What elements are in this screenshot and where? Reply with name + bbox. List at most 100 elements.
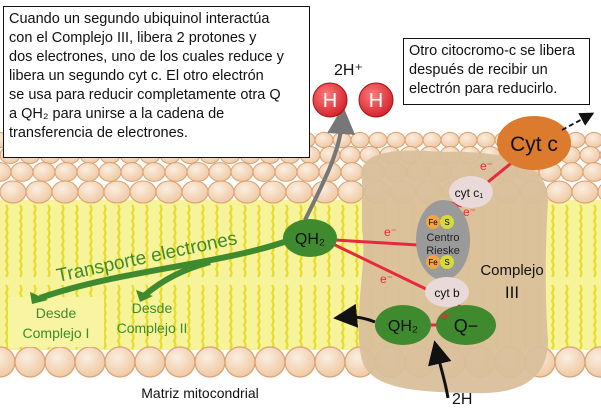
left-caption: Cuando un segundo ubiquinol interactúa c… xyxy=(3,6,310,158)
lipid-head xyxy=(386,131,406,149)
electron-labels: e⁻ e⁻ e⁻ e⁻ e⁻ xyxy=(380,159,493,323)
lipid-tail xyxy=(550,204,555,278)
lipid-head xyxy=(285,180,313,204)
lipid-head xyxy=(51,180,79,204)
lipid-head xyxy=(560,162,584,182)
lipid-head xyxy=(25,180,53,204)
proton-uptake-arrow xyxy=(428,340,452,399)
from-complex-1-box xyxy=(8,297,104,347)
transport-arrow-complex-1 xyxy=(39,237,292,301)
fe-atom xyxy=(426,255,440,269)
lipid-head xyxy=(458,131,478,149)
lipid-head xyxy=(207,180,235,204)
lipid-head xyxy=(155,180,183,204)
lipid-head xyxy=(208,162,232,182)
lipid-head xyxy=(554,346,586,378)
proton-release-arrow xyxy=(303,106,356,221)
lipid-head xyxy=(422,131,442,149)
lipid-tail xyxy=(158,284,163,350)
lipid-head xyxy=(164,346,196,378)
lipid-head xyxy=(103,180,131,204)
lipid-tail xyxy=(242,284,247,350)
lipid-head xyxy=(164,162,188,182)
proton-h1 xyxy=(312,82,348,118)
caption-line: con el Complejo III, libera 2 protones y xyxy=(9,30,257,46)
proton-h1-label: H xyxy=(323,90,337,112)
lipid-tail xyxy=(592,284,597,350)
transport-arrow-complex-2 xyxy=(143,259,211,298)
lipid-head xyxy=(0,162,12,182)
lipid-tail xyxy=(130,284,135,350)
lipid-tail xyxy=(172,284,177,350)
lipid-head xyxy=(233,180,261,204)
lipid-head xyxy=(579,146,601,164)
lipid-tail xyxy=(242,204,247,278)
caption-line: libera un segundo cyt c. El otro electró… xyxy=(9,68,264,84)
rieske-label: Centro xyxy=(426,232,459,244)
arrowhead-icon xyxy=(30,292,48,304)
arrowhead-icon xyxy=(136,290,153,302)
lipid-head xyxy=(120,162,144,182)
proton-h2-label: H xyxy=(369,90,383,112)
lipid-tail xyxy=(214,284,219,350)
lipid-tail xyxy=(270,204,275,278)
lipid-head xyxy=(296,162,320,182)
lipid-head xyxy=(224,346,256,378)
lipid-head xyxy=(44,346,76,378)
lipid-tail xyxy=(144,204,149,278)
lipid-head xyxy=(337,180,365,204)
lipid-tail xyxy=(578,204,583,278)
lipid-head xyxy=(0,346,16,378)
from-complex-2-label: Desde xyxy=(132,300,173,316)
proton-h2 xyxy=(358,82,394,118)
lipid-head xyxy=(582,162,601,182)
lipid-tail xyxy=(326,284,331,350)
cyt-c-release-arrow xyxy=(561,112,595,131)
qh2-upper-label: QH₂ xyxy=(295,231,325,248)
lipid-head xyxy=(0,180,27,204)
electron-label: e⁻ xyxy=(441,309,454,323)
protons-label: 2H⁺ xyxy=(334,62,363,79)
electron-label: e⁻ xyxy=(480,159,493,173)
lipid-tail xyxy=(256,284,261,350)
cyt-c1-label: cyt c₁ xyxy=(455,186,484,200)
lipid-tail xyxy=(592,204,597,278)
q-minus-label: Q− xyxy=(454,316,479,336)
lipid-head xyxy=(339,146,361,164)
lipid-tail xyxy=(116,204,121,278)
q-minus xyxy=(436,305,496,345)
lipid-tail xyxy=(200,284,205,350)
lipid-head xyxy=(129,180,157,204)
lipid-tail xyxy=(116,284,121,350)
lipid-head xyxy=(186,162,210,182)
from-complex-1-label: Complejo I xyxy=(23,325,90,341)
lipid-head xyxy=(259,180,287,204)
electron-label: e⁻ xyxy=(380,272,393,286)
lipid-head xyxy=(476,131,496,149)
s-atom xyxy=(440,215,454,229)
lipid-tail xyxy=(564,284,569,350)
qh2-upper xyxy=(283,219,337,257)
qh2-lower xyxy=(375,305,431,345)
lipid-tail xyxy=(32,204,37,278)
complex-number: III xyxy=(505,283,519,302)
lipid-head xyxy=(32,162,56,182)
lipid-tail xyxy=(256,204,261,278)
lower-protons-label: 2H xyxy=(452,391,472,408)
lipid-tail xyxy=(102,204,107,278)
lipid-head xyxy=(350,131,370,149)
lipid-tail xyxy=(340,284,345,350)
lipid-head xyxy=(134,346,166,378)
caption-line: Otro citocromo-c se libera xyxy=(409,43,575,59)
lipid-head xyxy=(54,162,78,182)
lipid-head xyxy=(584,346,601,378)
right-caption: Otro citocromo-c se libera después de re… xyxy=(403,38,590,105)
lipid-head xyxy=(404,131,424,149)
lipid-head xyxy=(584,131,601,149)
s-label: S xyxy=(444,258,449,267)
caption-line: después de recibir un xyxy=(409,62,548,78)
lipid-head xyxy=(76,162,100,182)
fe-label: Fe xyxy=(428,258,438,267)
lipid-tail xyxy=(4,284,9,350)
lipid-head xyxy=(181,180,209,204)
